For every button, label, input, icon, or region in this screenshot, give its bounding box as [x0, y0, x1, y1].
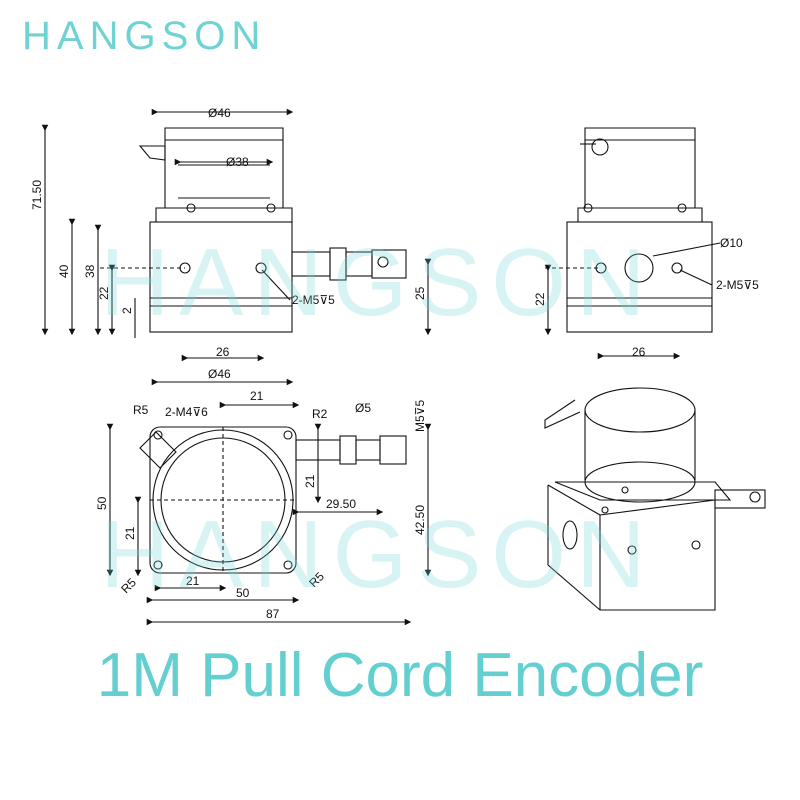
top-dim-21-mid: 21	[303, 474, 317, 488]
front-height-body: 40	[57, 264, 71, 278]
top-dim-87: 87	[266, 607, 280, 621]
top-m5-5: M5⊽5	[413, 400, 427, 432]
front-view	[41, 108, 432, 386]
front-height-total: 71.50	[30, 180, 44, 210]
top-r5-tl: R5	[133, 403, 149, 417]
top-dim-21-left: 21	[123, 526, 137, 540]
front-dia-inner: Ø38	[226, 155, 249, 169]
top-dim-21-bottom: 21	[186, 574, 200, 588]
product-caption: 1M Pull Cord Encoder	[96, 641, 704, 710]
front-height-25: 25	[413, 286, 427, 300]
watermark-top: HANGSON	[100, 229, 656, 336]
front-dia-bottom: Ø46	[208, 367, 231, 381]
top-dim-50-left: 50	[95, 496, 109, 510]
front-height-38: 38	[83, 264, 97, 278]
isometric-view	[544, 387, 766, 611]
front-holes: 2-M5⊽5	[292, 293, 335, 307]
side-holes: 2-M5⊽5	[716, 278, 759, 292]
front-height-2: 2	[120, 307, 134, 314]
front-dia-top: Ø46	[208, 106, 231, 120]
side-dia-hole: Ø10	[720, 236, 743, 250]
top-view	[106, 401, 432, 626]
top-dim-50-bottom: 50	[236, 586, 250, 600]
front-height-22: 22	[97, 286, 111, 300]
top-dia5: Ø5	[355, 401, 371, 415]
top-dim-42-50: 42.50	[413, 505, 427, 535]
top-r2: R2	[312, 407, 328, 421]
top-holes-m4: 2-M4⊽6	[165, 405, 208, 419]
side-height-22: 22	[533, 292, 547, 306]
top-dim-21-top: 21	[250, 389, 264, 403]
front-width-26: 26	[216, 345, 230, 359]
top-dim-29-50: 29.50	[326, 497, 356, 511]
brand-logo-text: HANGSON	[22, 14, 267, 58]
side-width-26: 26	[632, 345, 646, 359]
watermark-bottom: HANGSON	[100, 501, 656, 608]
side-view	[544, 127, 721, 360]
